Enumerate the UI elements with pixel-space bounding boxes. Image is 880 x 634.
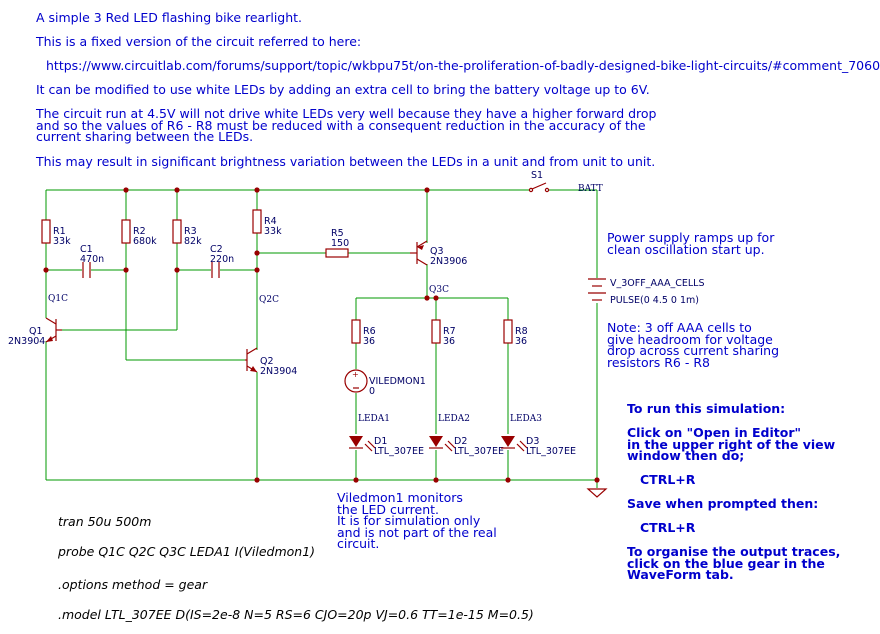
svg-text:C1: C1 [80,244,93,255]
forum-link[interactable]: https://www.circuitlab.com/forums/suppor… [46,58,880,73]
spice-probe: probe Q1C Q2C Q3C LEDA1 I(Viledmon1) [58,544,316,559]
switch-s1: S1 [528,170,550,193]
run-step-open-editor: Click on "Open in Editor" in the upper r… [627,425,836,463]
svg-text:R7: R7 [443,326,456,337]
resistor-r3: R3 82k [172,219,202,247]
svg-text:Q2C: Q2C [259,295,279,305]
variation-note: This may result in significant brightnes… [36,154,656,169]
resistor-r1: R1 33k [41,219,71,247]
svg-text:680k: 680k [133,236,157,247]
capacitor-c1: C1 470n [80,244,104,278]
svg-text:220n: 220n [210,254,234,265]
led-d3: D3 LTL_307EE [501,436,576,457]
svg-text:V_3OFF_AAA_CELLS: V_3OFF_AAA_CELLS [610,278,704,289]
wires [45,189,598,488]
svg-text:82k: 82k [184,236,202,247]
title-note: A simple 3 Red LED flashing bike rearlig… [36,10,303,25]
svg-text:33k: 33k [264,226,282,237]
run-ctrl-r-2: CTRL+R [640,520,696,535]
svg-text:36: 36 [443,336,455,347]
resistor-r8: R8 36 [503,319,528,347]
svg-text:2N3906: 2N3906 [430,256,467,267]
svg-text:R3: R3 [184,226,197,237]
svg-text:Q2: Q2 [260,356,274,367]
svg-text:+: + [352,370,359,379]
svg-text:BATT: BATT [578,184,603,194]
power-ramp-note: Power supply ramps up for clean oscillat… [607,230,775,257]
fixed-note: This is a fixed version of the circuit r… [36,34,362,49]
svg-text:2N3904: 2N3904 [260,366,297,377]
svg-text:470n: 470n [80,254,104,265]
svg-text:36: 36 [363,336,375,347]
svg-text:36: 36 [515,336,527,347]
ground-icon [586,488,608,498]
run-gear-step: To organise the output traces, click on … [627,544,841,582]
svg-text:2N3904: 2N3904 [8,336,45,347]
svg-text:R2: R2 [133,226,146,237]
spice-model: .model LTL_307EE D(IS=2e-8 N=5 RS=6 CJO=… [58,607,534,622]
run-ctrl-r-1: CTRL+R [640,472,696,487]
svg-text:33k: 33k [53,236,71,247]
spice-tran: tran 50u 500m [58,514,152,529]
svg-text:LEDA3: LEDA3 [510,414,542,424]
transistor-q1: Q1 2N3904 [8,317,62,347]
svg-text:PULSE(0 4.5 0 1m): PULSE(0 4.5 0 1m) [610,295,699,306]
led-d1: D1 LTL_307EE [349,436,424,457]
svg-text:150: 150 [331,238,349,249]
svg-text:LEDA1: LEDA1 [358,414,390,424]
svg-text:LTL_307EE: LTL_307EE [526,446,576,457]
svg-text:R8: R8 [515,326,528,337]
svg-text:D2: D2 [454,436,467,447]
svg-text:R6: R6 [363,326,376,337]
resistor-r7: R7 36 [431,319,456,347]
svg-text:Q3: Q3 [430,246,444,257]
net-labels: BATT Q1C Q2C Q3C LEDA1 LEDA2 LEDA3 [48,184,603,424]
svg-text:Q1C: Q1C [48,294,68,304]
transistor-q2: Q2 2N3904 [245,347,297,377]
resistor-r4: R4 33k [252,209,282,237]
svg-text:Q1: Q1 [29,326,43,337]
svg-text:LTL_307EE: LTL_307EE [454,446,504,457]
viledmon-note: Viledmon1 monitors the LED current. It i… [337,490,497,551]
modify-note: It can be modified to use white LEDs by … [36,82,650,97]
run-save-step: Save when prompted then: [627,496,819,511]
svg-text:LEDA2: LEDA2 [438,414,470,424]
svg-text:VILEDMON1: VILEDMON1 [369,376,426,387]
resistor-r6: R6 36 [351,319,376,347]
spice-options: .options method = gear [58,577,208,592]
voltage-source-viledmon1: + VILEDMON1 0 [344,369,426,397]
white-led-note: The circuit run at 4.5V will not drive w… [36,106,657,144]
svg-text:C2: C2 [210,244,223,255]
svg-text:S1: S1 [531,170,543,181]
svg-text:R5: R5 [331,228,344,239]
resistor-r2: R2 680k [121,219,157,247]
battery-v3off-aaa-cells: V_3OFF_AAA_CELLS PULSE(0 4.5 0 1m) [588,278,704,306]
capacitor-c2: C2 220n [210,244,234,278]
junction-dots [43,187,600,483]
svg-text:D1: D1 [374,436,387,447]
aaa-cells-note: Note: 3 off AAA cells to give headroom f… [607,320,780,370]
svg-text:Q3C: Q3C [429,285,449,295]
transistor-q3: Q3 2N3906 [410,240,467,267]
svg-text:R1: R1 [53,226,66,237]
run-title: To run this simulation: [627,401,786,416]
led-d2: D2 LTL_307EE [429,436,504,457]
svg-text:LTL_307EE: LTL_307EE [374,446,424,457]
svg-text:D3: D3 [526,436,539,447]
resistor-r5: R5 150 [325,228,349,258]
svg-text:0: 0 [369,386,375,397]
svg-text:R4: R4 [264,216,277,227]
